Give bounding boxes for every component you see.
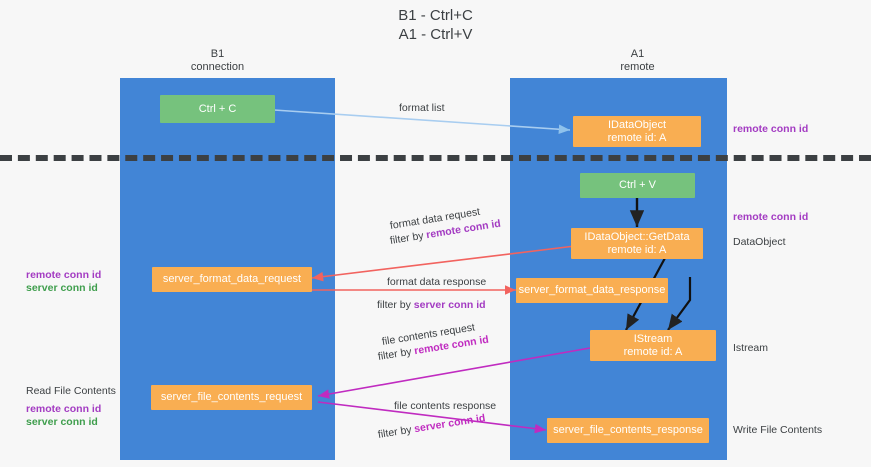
- box-idataobject-remote[interactable]: IDataObject remote id: A: [573, 116, 701, 147]
- box-server-file-contents-request[interactable]: server_file_contents_request: [151, 385, 312, 410]
- column-header-b1-name: B1: [210, 48, 225, 60]
- label-file-contents-response-filter: filter by server conn id: [377, 411, 486, 442]
- left-label-remote-conn-id-2: remote conn id: [26, 403, 102, 415]
- box-server-file-contents-request-label: server_file_contents_request: [160, 391, 303, 403]
- left-label-read-file-contents: Read File Contents: [26, 385, 116, 397]
- page-title: B1 - Ctrl+C A1 - Ctrl+V: [0, 6, 871, 44]
- title-line-2: A1 - Ctrl+V: [398, 26, 473, 43]
- box-ctrl-v-label: Ctrl + V: [619, 179, 656, 191]
- right-label-dataobject: DataObject: [733, 236, 786, 248]
- left-label-server-conn-id-2: server conn id: [26, 416, 98, 428]
- box-server-format-data-request[interactable]: server_format_data_request: [152, 267, 312, 292]
- label-file-contents-response: file contents response: [394, 400, 497, 412]
- box-idataobject-line2: remote id: A: [607, 131, 667, 144]
- box-server-file-contents-response-label: server_file_contents_response: [553, 424, 703, 436]
- column-header-a1-name: A1: [630, 48, 645, 60]
- column-header-a1-role: remote: [620, 61, 655, 73]
- label-format-data-response: format data response: [387, 276, 487, 288]
- right-label-istream: Istream: [733, 342, 769, 354]
- left-label-remote-conn-id-1: remote conn id: [26, 269, 102, 281]
- box-istream[interactable]: IStream remote id: A: [590, 330, 716, 361]
- box-server-format-data-response-label: server_format_data_response: [518, 284, 666, 296]
- title-line-1: B1 - Ctrl+C: [398, 7, 473, 24]
- right-label-remote-conn-id-top: remote conn id: [733, 123, 809, 135]
- filter-key-server-conn-id: server conn id: [413, 412, 487, 436]
- box-istream-line2: remote id: A: [623, 345, 683, 358]
- left-label-server-conn-id-1: server conn id: [26, 282, 98, 294]
- filter-key-server-conn-id: server conn id: [413, 299, 486, 311]
- box-ctrl-v[interactable]: Ctrl + V: [580, 173, 695, 198]
- box-server-file-contents-response[interactable]: server_file_contents_response: [547, 418, 709, 443]
- box-idataobject-line1: IDataObject: [607, 118, 667, 131]
- right-label-remote-conn-id-mid: remote conn id: [733, 211, 809, 223]
- column-header-a1: A1 remote: [535, 48, 740, 74]
- box-getdata-line2: remote id: A: [607, 243, 667, 256]
- column-header-b1: B1 connection: [140, 48, 295, 74]
- label-format-list: format list: [399, 102, 445, 114]
- box-ctrl-c[interactable]: Ctrl + C: [160, 95, 275, 123]
- label-format-data-response-filter: filter by server conn id: [377, 298, 486, 312]
- filter-prefix: filter by: [377, 299, 414, 311]
- box-ctrl-c-label: Ctrl + C: [198, 102, 237, 115]
- box-idataobject-getdata[interactable]: IDataObject::GetData remote id: A: [571, 228, 703, 259]
- box-getdata-line1: IDataObject::GetData: [584, 230, 690, 243]
- horizontal-divider: [0, 155, 871, 161]
- box-server-format-data-request-label: server_format_data_request: [162, 273, 302, 285]
- column-header-b1-role: connection: [190, 61, 245, 73]
- right-label-write-file-contents: Write File Contents: [733, 424, 823, 436]
- box-istream-line1: IStream: [633, 332, 673, 345]
- filter-prefix: filter by: [377, 423, 416, 441]
- box-server-format-data-response[interactable]: server_format_data_response: [516, 278, 668, 303]
